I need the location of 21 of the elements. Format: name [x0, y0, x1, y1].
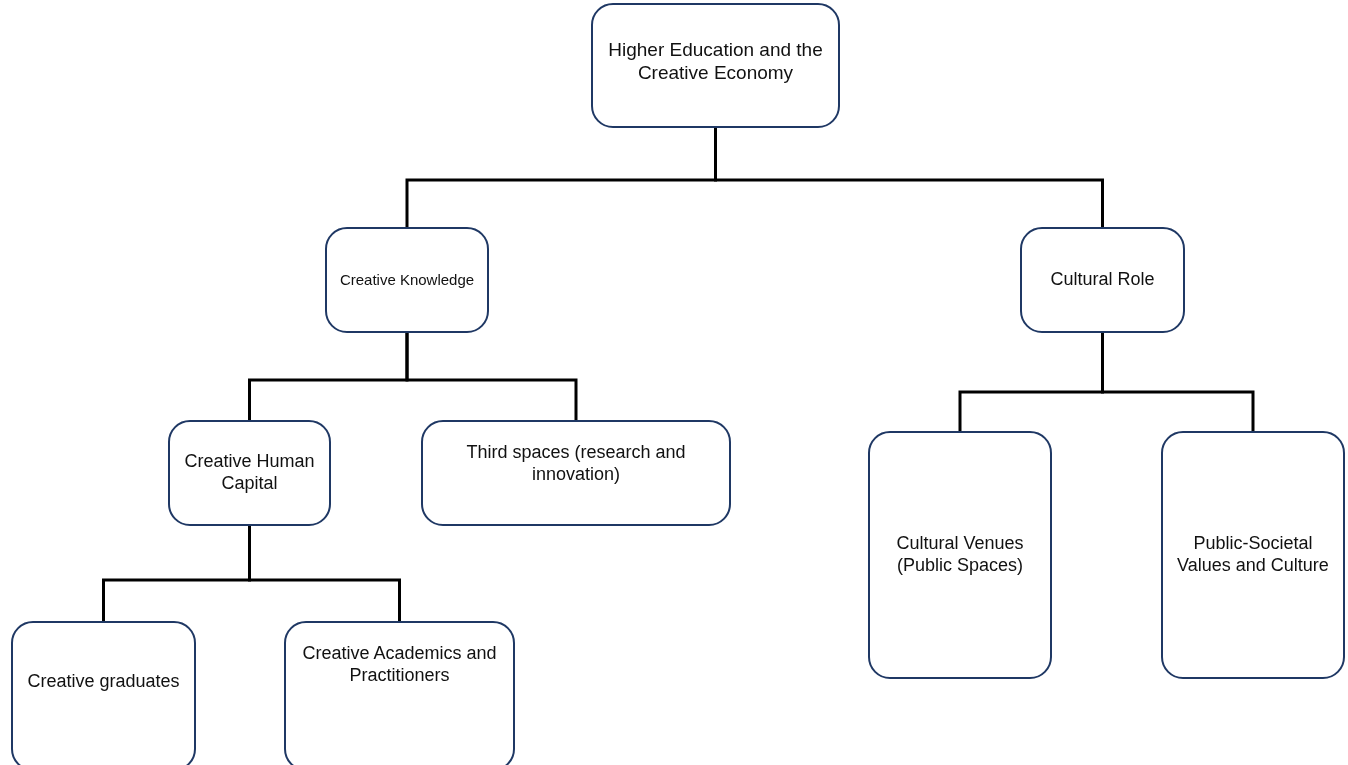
node-label: Creative Knowledge	[339, 271, 475, 289]
connector-line	[248, 526, 401, 621]
rounded-box	[868, 431, 1052, 679]
rounded-box	[284, 621, 515, 765]
connector-line	[405, 333, 578, 420]
node-label: Creative Human Capital	[183, 451, 316, 495]
node-label: Creative graduates	[27, 671, 180, 693]
rounded-box	[1020, 227, 1185, 333]
rounded-box	[11, 621, 196, 765]
rounded-box	[168, 420, 331, 526]
node-label: Cultural Role	[1050, 269, 1155, 291]
rounded-box	[1161, 431, 1345, 679]
node-label: Third spaces (research and innovation)	[465, 442, 687, 486]
rounded-box	[591, 3, 840, 128]
node-label: Cultural Venues (Public Spaces)	[895, 533, 1025, 577]
node-label: Public-Societal Values and Culture	[1176, 533, 1330, 577]
rounded-box	[421, 420, 731, 526]
node-label: Creative Academics and Practitioners	[301, 643, 498, 687]
node-label: Higher Education and the Creative Economy	[607, 39, 824, 85]
connector-line	[714, 128, 1104, 227]
rounded-box	[325, 227, 489, 333]
